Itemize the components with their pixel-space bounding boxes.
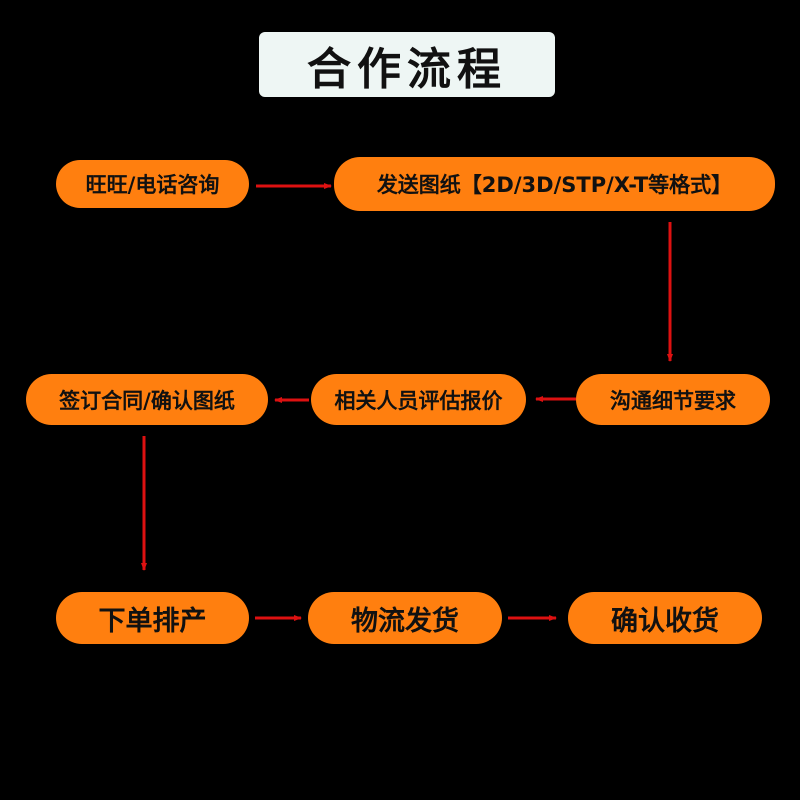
- step-consult-label: 旺旺/电话咨询: [85, 173, 220, 197]
- step-shipping-label: 物流发货: [351, 605, 459, 637]
- page-title: 合作流程: [307, 43, 507, 95]
- title-box: 合作流程: [259, 32, 555, 97]
- step-communicate: 沟通细节要求: [576, 374, 770, 425]
- step-contract-label: 签订合同/确认图纸: [59, 388, 235, 413]
- step-receipt: 确认收货: [568, 592, 762, 644]
- step-receipt-label: 确认收货: [611, 605, 719, 637]
- step-evaluate: 相关人员评估报价: [311, 374, 526, 425]
- step-shipping: 物流发货: [308, 592, 502, 644]
- step-communicate-label: 沟通细节要求: [610, 388, 736, 413]
- step-send-drawings-label: 发送图纸【2D/3D/STP/X-T等格式】: [376, 173, 733, 197]
- step-send-drawings: 发送图纸【2D/3D/STP/X-T等格式】: [334, 157, 775, 211]
- step-consult: 旺旺/电话咨询: [56, 160, 249, 208]
- step-production-label: 下单排产: [98, 605, 207, 637]
- step-contract: 签订合同/确认图纸: [26, 374, 268, 425]
- step-evaluate-label: 相关人员评估报价: [334, 388, 503, 413]
- step-production: 下单排产: [56, 592, 249, 644]
